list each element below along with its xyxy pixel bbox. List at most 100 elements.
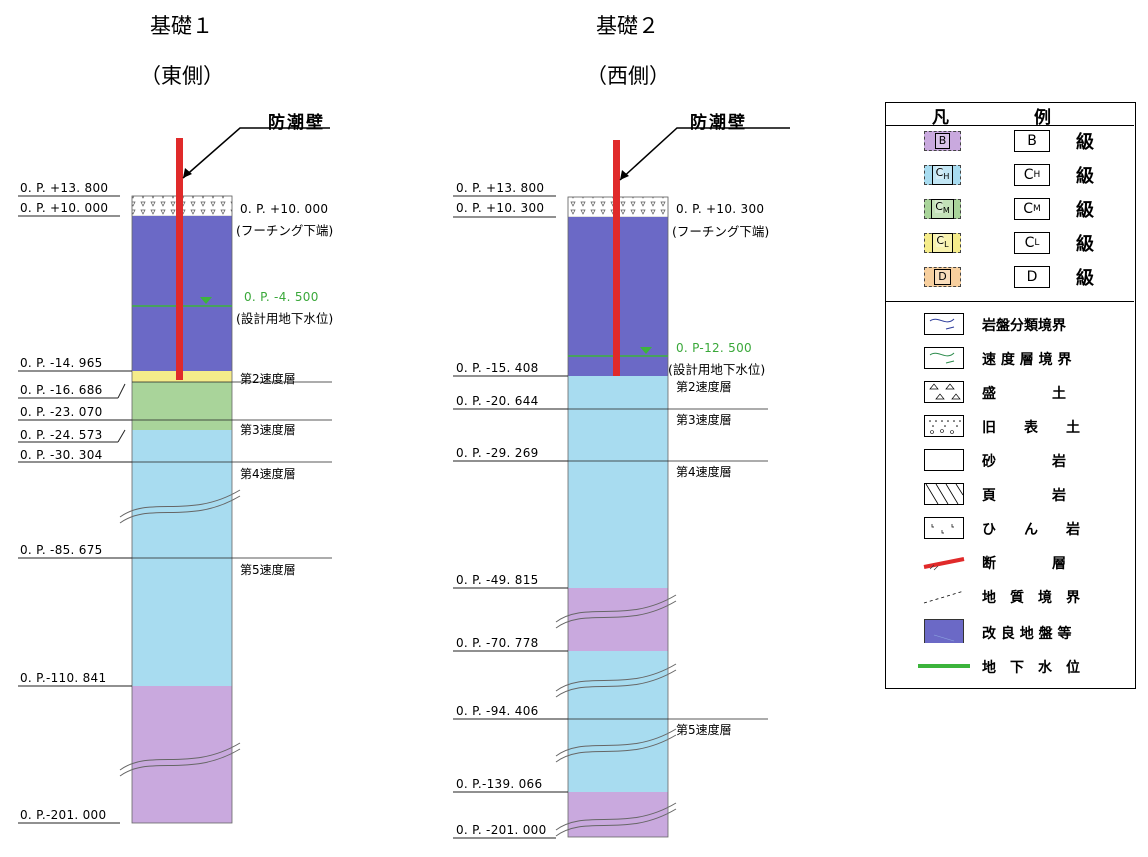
class-cm-grade: 級 [1076,200,1094,221]
legend-title-a: 凡 [932,108,949,128]
geo-boundary-icon [923,590,965,604]
col1-break-mark [119,489,241,777]
geo-boundary-label: 地 質 境 界 [982,590,1080,606]
col2-elev-8: 0. P.-139. 066 [456,777,543,791]
col1-water-elev: 0. P. -4. 500 [244,290,319,304]
col1-side: （東側） [140,64,224,88]
improved-ground-label: 改 良 地 盤 等 [982,626,1072,642]
legend-shale: 頁 岩 [886,479,1134,509]
col1-elev-5: 0. P. -24. 573 [20,428,103,442]
col2-elev-1: 0. P. +10. 300 [456,201,545,215]
col1-seawall [176,138,183,380]
col2-elev-0: 0. P. +13. 800 [456,181,545,195]
col1-water-marker [200,297,212,304]
col1-elev-7: 0. P. -85. 675 [20,543,103,557]
col2-elev-9: 0. P. -201. 000 [456,823,547,837]
legend-fill: 盛 土 [886,377,1134,407]
col2-layer-3: 第3速度層 [676,413,732,427]
legend-geo-boundary: 地 質 境 界 [886,581,1134,611]
col1-b-layer [132,686,232,823]
col2-break-mark [555,594,677,837]
velocity-boundary-icon [924,347,964,369]
sandstone-icon [924,449,964,471]
col1-cl-layer-2 [132,420,232,430]
class-d-grade: 級 [1076,268,1094,289]
col1-elev-lines [18,195,132,824]
legend-rock-class-boundary: 岩盤分類境界 [886,309,1134,339]
col2-elev-3: 0. P. -20. 644 [456,394,539,408]
col2-layer-4: 第4速度層 [676,465,732,479]
col2-wall-arrow [620,170,629,180]
col2-elev-lines [453,195,568,839]
col1-water-note: (設計用地下水位) [236,311,334,326]
class-b-grade: 級 [1076,132,1094,153]
porphyrite-label: ひ ん 岩 [982,522,1080,538]
rock-class-boundary-label: 岩盤分類境界 [982,318,1066,334]
col1-wall-label: 防潮壁 [268,113,325,133]
legend-improved-ground: 改 良 地 盤 等 [886,615,1134,645]
improved-ground-icon [924,619,964,643]
profile-diagram [18,127,790,839]
col2-footing-elev: 0. P. +10. 300 [676,202,765,216]
col2-elev-4: 0. P. -29. 269 [456,446,539,460]
class-ch-swatch: CH [924,164,961,186]
col1-footing-note: (フーチング下端) [236,223,334,238]
old-topsoil-icon [924,415,964,437]
col1-elev-3: 0. P. -16. 686 [20,383,103,397]
class-b-box: B [1014,130,1050,152]
col2-elev-5: 0. P. -49. 815 [456,573,539,587]
col1-cm-layer [132,382,232,422]
class-cl-swatch: CL [924,232,961,254]
col2-water-elev: 0. P-12. 500 [676,341,752,355]
legend-fault: 断 層 [886,547,1134,577]
fill-soil-label: 盛 土 [982,386,1066,402]
col1-title: 基礎１ [150,14,213,38]
class-b-swatch: B [924,131,961,151]
col2-title: 基礎２ [596,14,659,38]
col1-wall-pointer [182,127,330,179]
col2-ch-layer [568,376,668,588]
col2-water-note: (設計用地下水位) [668,362,766,377]
sandstone-label: 砂 岩 [982,454,1066,470]
col1-elev-1: 0. P. +10. 000 [20,201,109,215]
col2-footing-note: (フーチング下端) [672,224,770,239]
legend-title-b: 例 [1034,108,1051,128]
shale-icon [924,483,964,505]
col2-side: （西側） [586,64,670,88]
col2-seawall [613,140,620,376]
col2-wall-pointer [619,127,790,181]
col1-layer-2: 第2速度層 [240,372,296,386]
legend-divider [886,301,1134,302]
col2-wall-label: 防潮壁 [690,113,747,133]
col1-elev-9: 0. P.-201. 000 [20,808,107,822]
class-ch-grade: 級 [1076,166,1094,187]
col2-layer-2: 第2速度層 [676,380,732,394]
legend-title-divider [886,125,1134,126]
col2-elev-7: 0. P. -94. 406 [456,704,539,718]
legend-velocity-boundary: 速 度 層 境 界 [886,343,1134,373]
col1-elev-2: 0. P. -14. 965 [20,356,103,370]
legend-porphyrite: ひ ん 岩 [886,513,1134,543]
col2-column [453,127,790,839]
legend-groundwater: 地 下 水 位 [886,651,1134,681]
col1-layer-3: 第3速度層 [240,423,296,437]
col1-elev-6: 0. P. -30. 304 [20,448,103,462]
old-topsoil-label: 旧 表 土 [982,420,1080,436]
col2-b-layer-2 [568,792,668,837]
legend-class-b: B B 級 [886,127,1134,157]
fault-label: 断 層 [982,556,1066,572]
class-d-box: D [1014,266,1050,288]
col1-footing-elev: 0. P. +10. 000 [240,202,329,216]
col2-elev-6: 0. P. -70. 778 [456,636,539,650]
fault-icon [923,557,965,571]
groundwater-icon [918,664,970,668]
legend-sandstone: 砂 岩 [886,445,1134,475]
col2-ch-layer-2 [568,651,668,792]
col2-water-marker [640,347,652,354]
col1-elev-4: 0. P. -23. 070 [20,405,103,419]
